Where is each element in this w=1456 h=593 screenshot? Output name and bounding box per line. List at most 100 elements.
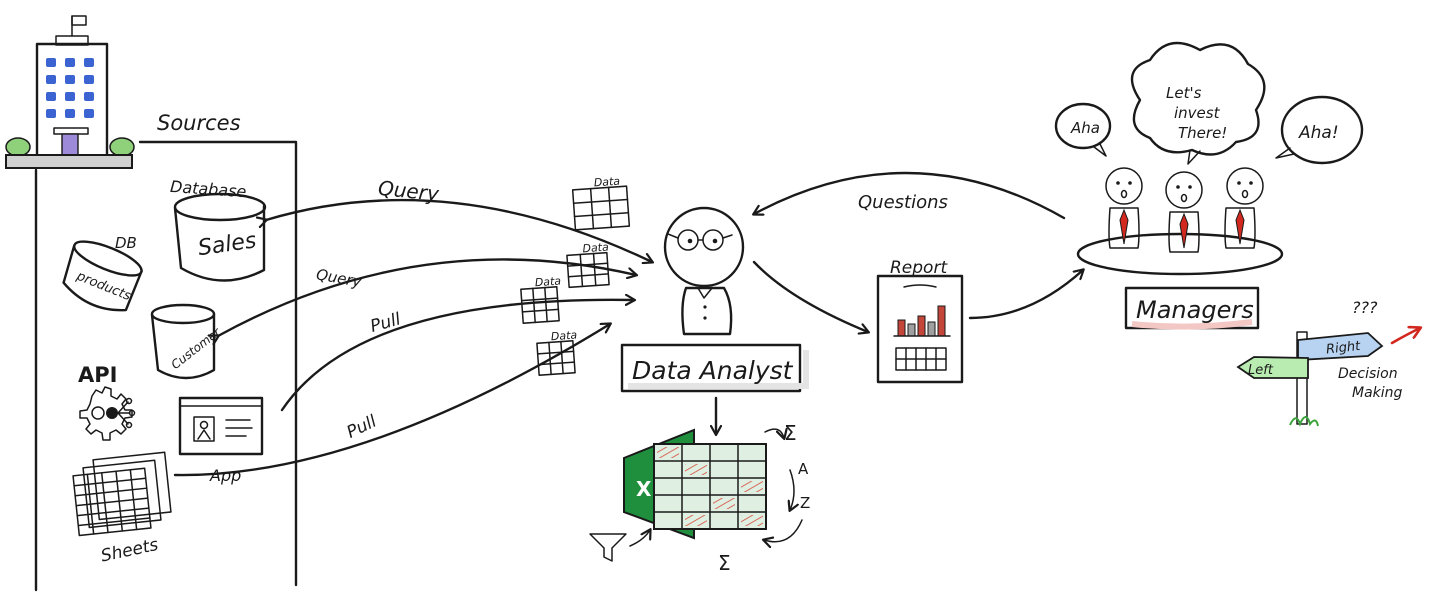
data-analyst-label: Data Analyst: [632, 356, 794, 385]
analyst-to-report-arrow: [752, 260, 868, 332]
manager-body: [1168, 211, 1200, 253]
sales-label: Sales: [196, 228, 257, 261]
manager-figures: [1105, 167, 1264, 253]
building-canopy: [53, 127, 89, 135]
excel-cell-marks: [685, 464, 707, 475]
data-table-icon: Data: [520, 274, 562, 324]
sigma-top-arrow: [764, 429, 784, 438]
managers-group: [1076, 167, 1284, 276]
excel-cell-marks: [685, 515, 707, 526]
manager-figure: [1165, 171, 1203, 253]
managers-label-highlight: [1131, 319, 1253, 330]
managers-title-box: Managers: [1124, 286, 1260, 330]
report-bar-chart: [897, 305, 946, 337]
report-document-icon: [876, 274, 964, 384]
bubble-middle-line-1: Let's: [1166, 84, 1202, 102]
tie-icon: [1119, 208, 1129, 245]
signpost-icon: ??? Right Left Decision Making: [1236, 298, 1420, 427]
api-port: [128, 409, 136, 417]
building-window: [65, 92, 75, 101]
bush-right-icon: [109, 137, 135, 157]
analyst-collar: [697, 287, 713, 299]
report-bar: [927, 321, 936, 337]
questions-label: Questions: [858, 192, 948, 213]
api-port: [125, 397, 133, 405]
manager-head: [1165, 171, 1203, 209]
query-sales-arrow: [266, 198, 652, 262]
customer-database-top: [150, 303, 216, 325]
products-database-body: [62, 244, 143, 312]
question-marks-label: ???: [1352, 298, 1378, 317]
api-label: API: [78, 363, 117, 387]
app-image-person: [199, 420, 209, 430]
manager-head: [1105, 167, 1143, 205]
spreadsheet-stack: [72, 451, 172, 537]
sort-a-label: A: [798, 460, 809, 478]
bubble-left-shape: [1054, 102, 1112, 150]
data-table-icon: Data: [536, 328, 578, 376]
building-window: [84, 92, 94, 101]
excel-grid: [653, 443, 767, 530]
report-title-line: [903, 284, 937, 288]
building-window: [65, 109, 75, 118]
managers-platform: [1076, 232, 1284, 276]
app-image-person-body: [197, 429, 211, 440]
excel-cell-marks: [657, 447, 679, 458]
spreadsheet-page: [72, 467, 152, 537]
analyst-shirt: [681, 286, 733, 336]
grass-icon: [1289, 416, 1319, 427]
gear-outline: [79, 386, 133, 441]
building-windows: [46, 58, 94, 118]
funnel-arrow: [629, 530, 650, 547]
products-database-top: [73, 240, 143, 277]
bubble-middle-tail: [1187, 149, 1201, 165]
sign-left-text: Left: [1248, 363, 1274, 378]
sheets-icon: [72, 451, 172, 537]
sigma-bottom: Σ: [718, 551, 731, 575]
excel-sheet-icon: X: [623, 428, 767, 540]
analyst-label-frame: [620, 343, 802, 393]
data-table-icon: Data: [571, 175, 631, 231]
bubble-middle-shape: [1130, 41, 1266, 156]
data-table-icon: Data: [566, 240, 610, 289]
sheets-label: Sheets: [99, 535, 160, 567]
building-window: [84, 75, 94, 84]
bubble-right-text: Aha!: [1298, 123, 1339, 143]
managers-label: Managers: [1136, 296, 1254, 324]
bubble-right-tail: [1275, 147, 1295, 159]
app-window-frame: [178, 396, 264, 456]
office-building-icon: [5, 15, 135, 169]
shirt-button: [703, 305, 707, 309]
bubble-left-tail: [1093, 143, 1107, 157]
building-window: [46, 58, 56, 67]
bush-left-icon: [5, 137, 31, 157]
decision-red-arrow: [1390, 328, 1420, 345]
decision-label-line-2: Making: [1352, 385, 1403, 401]
glasses-frame: [667, 233, 733, 241]
excel-cell-marks: [713, 498, 735, 509]
questions-arrow: [754, 171, 1066, 220]
pull-label-1: Pull: [368, 309, 403, 337]
manager-head: [1226, 167, 1264, 205]
manager-body: [1224, 207, 1256, 249]
report-to-managers-arrow: [968, 270, 1083, 320]
gear-hub: [91, 406, 105, 420]
data-table-label: Data: [550, 328, 577, 343]
sort-z-label: Z: [800, 494, 810, 512]
building-window: [46, 92, 56, 101]
manager-body: [1108, 207, 1140, 249]
building-window: [65, 58, 75, 67]
sigma-bottom-arrow: [764, 519, 803, 542]
tie-icon: [1235, 208, 1245, 245]
filter-funnel-icon: [589, 530, 650, 562]
sign-right-text: Right: [1325, 339, 1362, 358]
api-gear-icon: [79, 386, 136, 441]
sources-box-frame: [34, 140, 298, 592]
app-image-placeholder: [193, 416, 215, 442]
analyst-label-shadow: [628, 350, 809, 389]
speech-bubble-left: Aha: [1054, 102, 1112, 157]
db-label: DB: [115, 234, 137, 252]
sources-label: Sources: [157, 111, 241, 135]
